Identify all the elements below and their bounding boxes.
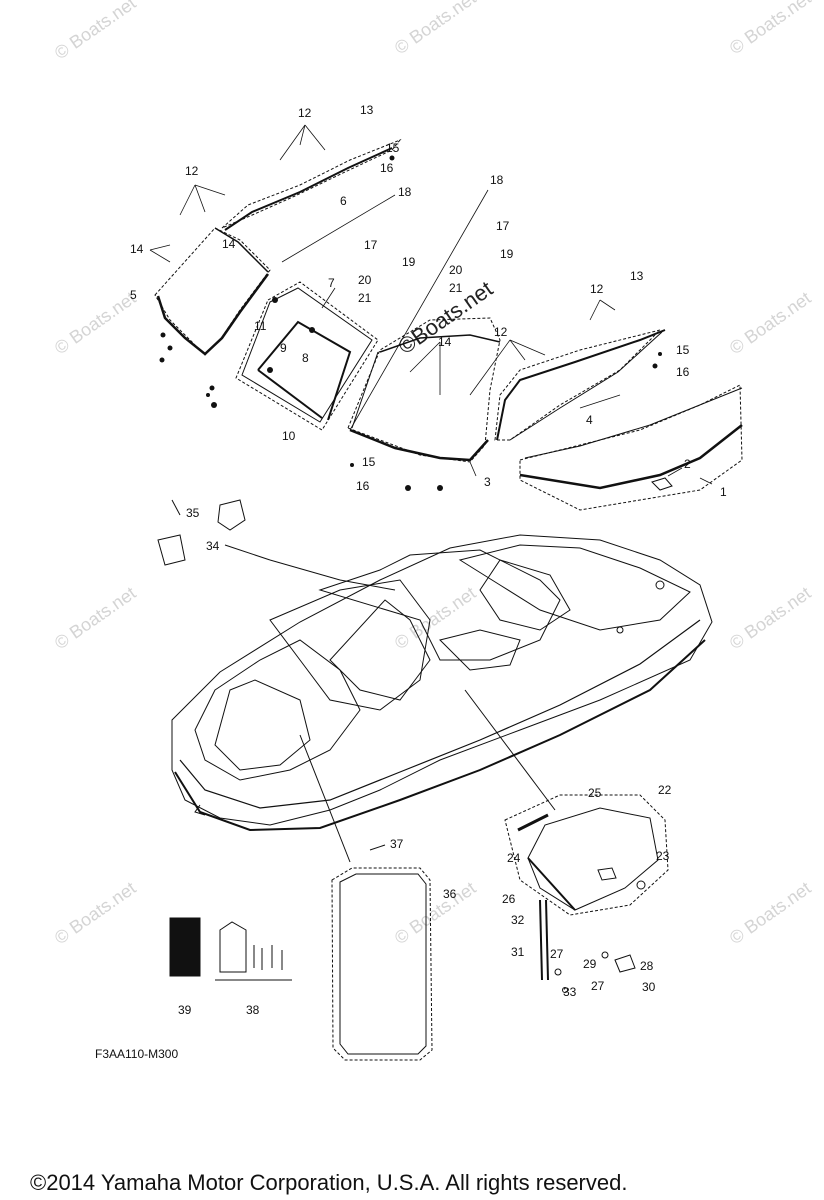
callout-16: 16 — [380, 161, 394, 175]
callout-36: 36 — [443, 887, 457, 901]
callout-4: 4 — [586, 413, 593, 427]
callout-16: 16 — [356, 479, 370, 493]
watermark: © Boats.net — [51, 0, 140, 63]
watermark: © Boats.net — [726, 0, 815, 58]
callout-15: 15 — [386, 141, 400, 155]
callout-5: 5 — [130, 288, 137, 302]
callout-12: 12 — [494, 325, 508, 339]
part-7-window-frame — [235, 281, 379, 431]
callout-27: 27 — [550, 947, 564, 961]
callout-26: 26 — [502, 892, 516, 906]
callout-6: 6 — [340, 194, 347, 208]
part-6-panel — [221, 138, 402, 231]
callout-17: 17 — [496, 219, 510, 233]
callout-2: 2 — [684, 457, 691, 471]
callout-10: 10 — [282, 429, 296, 443]
callout-14: 14 — [130, 242, 144, 256]
callout-15: 15 — [362, 455, 376, 469]
boat-hull — [171, 534, 713, 832]
part-3-windshield — [347, 317, 501, 463]
part-36-panel — [299, 689, 556, 1061]
callout-11: 11 — [254, 319, 267, 333]
callout-24: 24 — [507, 851, 521, 865]
callout-12: 12 — [298, 106, 312, 120]
callout-15: 15 — [676, 343, 690, 357]
watermark-layer: © Boats.net © Boats.net © Boats.net © Bo… — [51, 0, 815, 948]
callout-38: 38 — [246, 1003, 260, 1017]
hardware-dots — [159, 155, 662, 491]
callout-18: 18 — [490, 173, 504, 187]
callout-33: 33 — [563, 985, 577, 999]
callout-22: 22 — [658, 783, 672, 797]
callout-13: 13 — [630, 269, 644, 283]
callout-29: 29 — [583, 957, 597, 971]
watermark: © Boats.net — [51, 583, 140, 653]
callout-23: 23 — [656, 849, 670, 863]
windshield-assembly — [149, 124, 743, 511]
callout-20: 20 — [358, 273, 372, 287]
part-2-clip — [651, 477, 673, 491]
callout-17: 17 — [364, 238, 378, 252]
bracket-parts-34-35 — [157, 499, 396, 591]
parts-38-39 — [169, 917, 292, 981]
part-5-frame — [154, 227, 271, 356]
callout-18: 18 — [398, 185, 412, 199]
watermark: © Boats.net — [51, 288, 140, 358]
callout-39: 39 — [178, 1003, 192, 1017]
callout-3: 3 — [484, 475, 491, 489]
callout-31: 31 — [511, 945, 525, 959]
callout-14: 14 — [438, 335, 452, 349]
callout-19: 19 — [500, 247, 514, 261]
watermark: © Boats.net — [726, 583, 815, 653]
callout-12: 12 — [185, 164, 199, 178]
callout-7: 7 — [328, 276, 335, 290]
watermark: © Boats.net — [391, 0, 480, 58]
callout-20: 20 — [449, 263, 463, 277]
part-22-door-assembly — [504, 794, 669, 993]
callout-labels: 13 12 15 16 6 12 18 18 17 17 14 14 19 19… — [130, 103, 727, 1017]
part-4-panel — [494, 329, 666, 441]
part-1-panel — [519, 384, 743, 511]
diagram-code: F3AA110-M300 — [95, 1047, 178, 1061]
callout-25: 25 — [588, 786, 602, 800]
callout-27: 27 — [591, 979, 605, 993]
watermark: © Boats.net — [51, 878, 140, 948]
watermark: © Boats.net — [726, 288, 815, 358]
copyright-notice: ©2014 Yamaha Motor Corporation, U.S.A. A… — [30, 1170, 627, 1195]
watermark: © Boats.net — [391, 878, 480, 948]
callout-8: 8 — [302, 351, 309, 365]
callout-12: 12 — [590, 282, 604, 296]
callout-1: 1 — [720, 485, 727, 499]
callout-21: 21 — [449, 281, 463, 295]
watermark: © Boats.net — [726, 878, 815, 948]
callout-30: 30 — [642, 980, 656, 994]
callout-35: 35 — [186, 506, 200, 520]
callout-19: 19 — [402, 255, 416, 269]
leader-lines-top — [149, 124, 713, 485]
callout-14: 14 — [222, 237, 236, 251]
callout-16: 16 — [676, 365, 690, 379]
callout-34: 34 — [206, 539, 220, 553]
callout-21: 21 — [358, 291, 372, 305]
part-39-decal — [169, 917, 201, 977]
watermark: © Boats.net — [391, 583, 480, 653]
callout-32: 32 — [511, 913, 525, 927]
callout-28: 28 — [640, 959, 654, 973]
callout-13: 13 — [360, 103, 374, 117]
callout-37: 37 — [390, 837, 404, 851]
callout-9: 9 — [280, 341, 287, 355]
